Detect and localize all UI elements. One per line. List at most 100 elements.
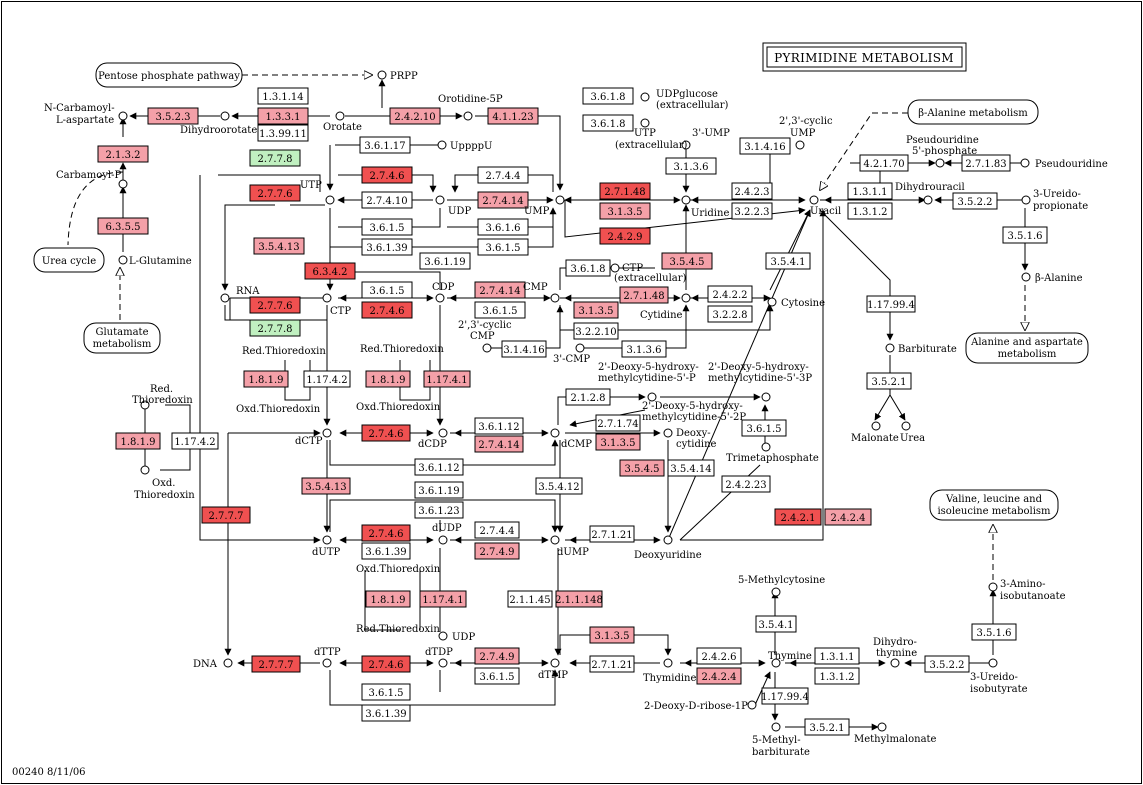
enzyme-1-17-99-4-uracil[interactable]: 1.17.99.4 bbox=[866, 295, 916, 313]
enzyme-3-5-2-1-thymine[interactable]: 3.5.2.1 bbox=[804, 718, 850, 736]
enzyme-3-6-1-6[interactable]: 3.6.1.6 bbox=[477, 218, 529, 236]
enzyme-2-7-4-9-dtmp[interactable]: 2.7.4.9 bbox=[474, 647, 520, 665]
enzyme-3-1-3-6-ump[interactable]: 3.1.3.6 bbox=[665, 157, 717, 175]
enzyme-3-6-1-19-utp[interactable]: 3.6.1.19 bbox=[419, 252, 471, 270]
enzyme-3-6-1-12-dcmp[interactable]: 3.6.1.12 bbox=[474, 417, 524, 435]
enzyme-1-17-99-4-thymine[interactable]: 1.17.99.4 bbox=[761, 687, 809, 705]
enzyme-1-3-1-2-uracil[interactable]: 1.3.1.2 bbox=[847, 202, 893, 220]
enzyme-1-8-1-9-dcdp[interactable]: 1.8.1.9 bbox=[243, 370, 289, 388]
enzyme-3-2-2-3[interactable]: 3.2.2.3 bbox=[731, 202, 773, 220]
enzyme-3-5-1-6-uracil[interactable]: 3.5.1.6 bbox=[1002, 226, 1048, 244]
enzyme-2-7-4-14-ump[interactable]: 2.7.4.14 bbox=[477, 191, 529, 209]
enzyme-1-17-4-2-left[interactable]: 1.17.4.2 bbox=[171, 432, 219, 450]
enzyme-2-7-4-6-dtdp[interactable]: 2.7.4.6 bbox=[361, 655, 411, 673]
enzyme-3-6-1-8-ctp[interactable]: 3.6.1.8 bbox=[565, 259, 611, 277]
enzyme-2-7-7-7-dttp[interactable]: 2.7.7.7 bbox=[251, 655, 301, 673]
enzyme-2-7-7-8-rna[interactable]: 2.7.7.8 bbox=[249, 319, 301, 337]
enzyme-2-7-1-48-cytidine[interactable]: 2.7.1.48 bbox=[619, 286, 669, 304]
enzyme-2-1-1-148[interactable]: 2.1.1.148 bbox=[555, 590, 603, 608]
enzyme-1-3-1-2-thymine[interactable]: 1.3.1.2 bbox=[814, 667, 860, 685]
enzyme-3-5-4-1-thymine[interactable]: 3.5.4.1 bbox=[755, 615, 797, 633]
enzyme-3-6-1-5-dtdp[interactable]: 3.6.1.5 bbox=[474, 667, 520, 685]
enzyme-6-3-4-2[interactable]: 6.3.4.2 bbox=[304, 262, 356, 280]
enzyme-3-6-1-2[interactable]: 3.6.1.5 bbox=[741, 419, 787, 437]
enzyme-3-6-1-39-dutp[interactable]: 3.6.1.39 bbox=[361, 542, 411, 560]
enzyme-2-7-4-10-udp[interactable]: 2.7.4.10 bbox=[361, 191, 413, 209]
enzyme-1-3-3-1[interactable]: 1.3.3.1 bbox=[257, 107, 309, 125]
enzyme-3-5-4-1-cytosine[interactable]: 3.5.4.1 bbox=[765, 252, 811, 270]
enzyme-3-6-1-5-udp[interactable]: 3.6.1.5 bbox=[477, 238, 529, 256]
enzyme-3-5-4-13-dutp[interactable]: 3.5.4.13 bbox=[301, 477, 351, 495]
enzyme-3-5-4-13-ctp[interactable]: 3.5.4.13 bbox=[253, 237, 305, 255]
enzyme-3-1-4-16-ump[interactable]: 3.1.4.16 bbox=[739, 137, 791, 155]
enzyme-2-4-2-6[interactable]: 2.4.2.6 bbox=[696, 647, 742, 665]
enzyme-2-7-4-6-cdp[interactable]: 2.7.4.6 bbox=[361, 301, 413, 319]
enzyme-1-3-99-11[interactable]: 1.3.99.11 bbox=[257, 124, 309, 142]
enzyme-3-5-4-5-cytidine[interactable]: 3.5.4.5 bbox=[661, 252, 713, 270]
pathway-pentose-phosphate[interactable]: Pentose phosphate pathway bbox=[95, 62, 243, 88]
enzyme-2-4-2-23[interactable]: 2.4.2.23 bbox=[721, 475, 771, 493]
enzyme-3-6-1-12-dcdp[interactable]: 3.6.1.12 bbox=[414, 458, 464, 476]
pathway-urea-cycle[interactable]: Urea cycle bbox=[33, 247, 105, 273]
enzyme-1-3-1-1-thymine[interactable]: 1.3.1.1 bbox=[814, 647, 860, 665]
enzyme-3-5-2-1-barbiturate[interactable]: 3.5.2.1 bbox=[866, 372, 912, 390]
enzyme-2-4-2-9[interactable]: 2.4.2.9 bbox=[599, 227, 651, 245]
enzyme-1-17-4-1-dudp[interactable]: 1.17.4.1 bbox=[419, 590, 467, 608]
enzyme-3-1-3-5-dcyt[interactable]: 3.1.3.5 bbox=[595, 433, 641, 451]
enzyme-3-1-4-16-cmp[interactable]: 3.1.4.16 bbox=[501, 340, 547, 358]
enzyme-3-1-3-5-thymidine[interactable]: 3.1.3.5 bbox=[589, 626, 635, 644]
enzyme-2-7-4-6-dcdp[interactable]: 2.7.4.6 bbox=[361, 424, 411, 442]
enzyme-3-6-1-8-utp-ext[interactable]: 3.6.1.8 bbox=[582, 114, 634, 132]
enzyme-2-4-2-1[interactable]: 2.4.2.1 bbox=[774, 508, 822, 526]
enzyme-2-7-7-6-utp[interactable]: 2.7.7.6 bbox=[249, 184, 301, 202]
enzyme-2-4-2-4-duri[interactable]: 2.4.2.4 bbox=[824, 508, 872, 526]
enzyme-1-8-1-9-left[interactable]: 1.8.1.9 bbox=[115, 432, 161, 450]
enzyme-2-1-3-2[interactable]: 2.1.3.2 bbox=[97, 145, 149, 163]
enzyme-2-7-4-6-udp[interactable]: 2.7.4.6 bbox=[361, 166, 413, 184]
enzyme-2-4-2-10[interactable]: 2.4.2.10 bbox=[389, 107, 441, 125]
enzyme-1-17-4-2-dcdp[interactable]: 1.17.4.2 bbox=[303, 370, 351, 388]
enzyme-2-7-4-14-cmp[interactable]: 2.7.4.14 bbox=[474, 281, 526, 299]
enzyme-1-8-1-9-dudp[interactable]: 1.8.1.9 bbox=[365, 590, 411, 608]
enzyme-3-5-4-14[interactable]: 3.5.4.14 bbox=[667, 459, 715, 477]
enzyme-2-4-2-2[interactable]: 2.4.2.2 bbox=[707, 285, 753, 303]
enzyme-4-2-1-70[interactable]: 4.2.1.70 bbox=[859, 154, 909, 172]
enzyme-3-6-1-19-dutp[interactable]: 3.6.1.19 bbox=[414, 481, 464, 499]
enzyme-2-7-7-8-top[interactable]: 2.7.7.8 bbox=[249, 149, 301, 167]
enzyme-3-6-1-5-ctp[interactable]: 3.6.1.5 bbox=[361, 281, 413, 299]
enzyme-3-6-1-17[interactable]: 3.6.1.17 bbox=[359, 136, 411, 154]
enzyme-2-7-1-21-duri[interactable]: 2.7.1.21 bbox=[589, 525, 635, 543]
enzyme-3-5-4-5-dcyt[interactable]: 3.5.4.5 bbox=[619, 459, 665, 477]
enzyme-1-3-1-1-uracil[interactable]: 1.3.1.1 bbox=[847, 182, 893, 200]
enzyme-2-4-2-3[interactable]: 2.4.2.3 bbox=[731, 182, 773, 200]
enzyme-2-7-1-74[interactable]: 2.7.1.74 bbox=[595, 414, 641, 432]
enzyme-2-1-1-45[interactable]: 2.1.1.45 bbox=[507, 590, 553, 608]
enzyme-3-1-3-6-cmp[interactable]: 3.1.3.6 bbox=[621, 340, 667, 358]
enzyme-3-2-2-8[interactable]: 3.2.2.8 bbox=[707, 305, 753, 323]
enzyme-2-7-4-4-dump[interactable]: 2.7.4.4 bbox=[474, 521, 520, 539]
enzyme-3-5-1-6-thymine[interactable]: 3.5.1.6 bbox=[971, 623, 1017, 641]
enzyme-2-1-2-8[interactable]: 2.1.2.8 bbox=[565, 388, 611, 406]
enzyme-4-1-1-23[interactable]: 4.1.1.23 bbox=[487, 107, 539, 125]
enzyme-2-7-1-48-uridine[interactable]: 2.7.1.48 bbox=[599, 182, 651, 200]
enzyme-3-5-2-3[interactable]: 3.5.2.3 bbox=[147, 107, 199, 125]
enzyme-6-3-5-5[interactable]: 6.3.5.5 bbox=[97, 217, 149, 235]
enzyme-2-7-4-9-dump[interactable]: 2.7.4.9 bbox=[474, 542, 520, 560]
enzyme-1-8-1-9-cdp[interactable]: 1.8.1.9 bbox=[365, 370, 411, 388]
enzyme-2-7-4-6-dudp[interactable]: 2.7.4.6 bbox=[361, 524, 411, 542]
enzyme-1-17-4-1-cdp[interactable]: 1.17.4.1 bbox=[423, 370, 471, 388]
enzyme-3-6-1-39-dttp[interactable]: 3.6.1.39 bbox=[361, 704, 411, 722]
enzyme-2-7-7-7-dctp[interactable]: 2.7.7.7 bbox=[201, 506, 251, 524]
enzyme-3-6-1-5-cdp[interactable]: 3.6.1.5 bbox=[474, 301, 526, 319]
enzyme-2-7-1-21-thymidine[interactable]: 2.7.1.21 bbox=[589, 655, 635, 673]
enzyme-3-6-1-39-utp[interactable]: 3.6.1.39 bbox=[361, 238, 413, 256]
enzyme-2-4-2-4-thymidine[interactable]: 2.4.2.4 bbox=[696, 667, 742, 685]
enzyme-3-6-1-5-utp[interactable]: 3.6.1.5 bbox=[361, 218, 413, 236]
enzyme-3-5-2-2-uracil[interactable]: 3.5.2.2 bbox=[952, 192, 998, 210]
enzyme-3-2-2-10[interactable]: 3.2.2.10 bbox=[573, 322, 619, 340]
enzyme-3-6-1-8-udpg[interactable]: 3.6.1.8 bbox=[582, 87, 634, 105]
enzyme-3-1-3-5-uridine[interactable]: 3.1.3.5 bbox=[599, 202, 651, 220]
enzyme-3-6-1-5-dttp[interactable]: 3.6.1.5 bbox=[361, 683, 411, 701]
